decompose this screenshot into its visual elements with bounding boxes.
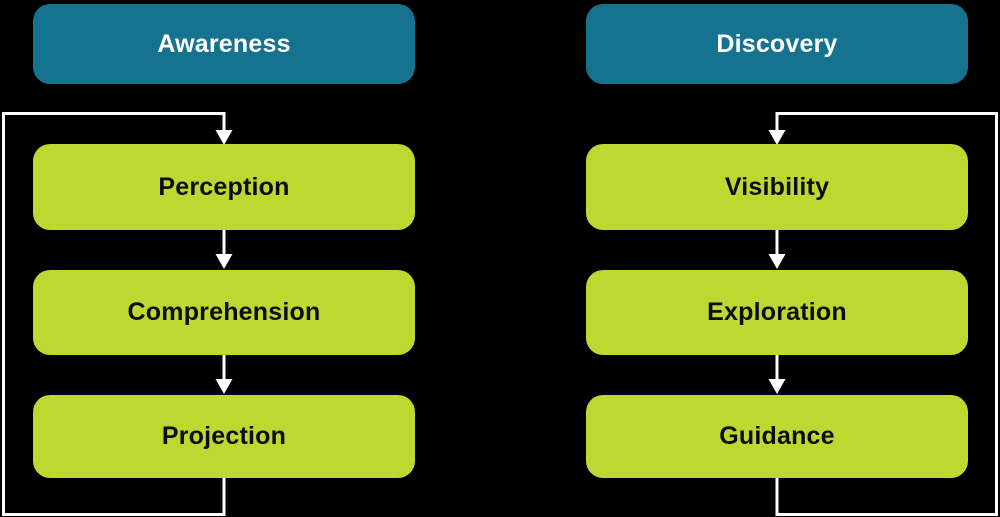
right-feedback-loop-connector [775,112,998,516]
step-label-guidance: Guidance [719,422,835,450]
step-label-visibility: Visibility [724,172,830,201]
step-label-exploration: Exploration [707,298,847,326]
arrowhead-into-perception [215,130,233,145]
left-feedback-loop-connector [2,112,226,516]
header-label-awareness: Awareness [157,29,291,58]
step-box-projection: Projection [33,395,415,478]
step-box-comprehension: Comprehension [33,270,415,355]
arrowhead-into-exploration [768,254,786,269]
step-box-perception: Perception [33,144,415,230]
step-label-projection: Projection [161,422,287,450]
header-box-discovery: Discovery [586,4,968,84]
step-box-visibility: Visibility [586,144,968,230]
arrowhead-into-comprehension [215,254,233,269]
step-box-guidance: Guidance [586,395,968,478]
step-box-exploration: Exploration [586,270,968,355]
step-label-perception: Perception [158,172,290,201]
header-label-discovery: Discovery [716,29,838,58]
step-label-comprehension: Comprehension [127,298,321,326]
header-box-awareness: Awareness [33,4,415,84]
arrowhead-into-visibility [768,130,786,145]
arrowhead-into-projection [215,379,233,394]
arrowhead-into-guidance [768,379,786,394]
